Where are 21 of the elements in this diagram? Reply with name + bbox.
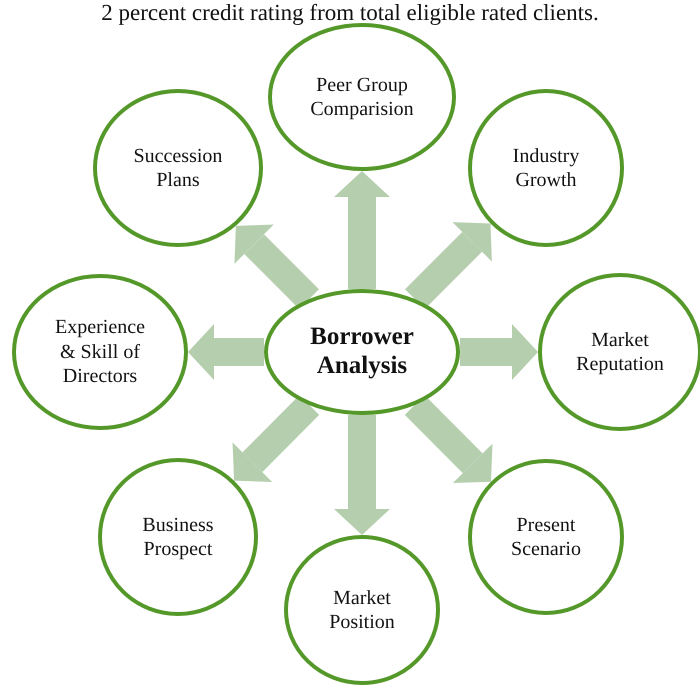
topic-circle: [467, 88, 625, 248]
node-text: Experience & Skill of Directors: [54, 315, 146, 389]
topic-circle: [11, 273, 189, 431]
node-text: Business Prospect: [141, 512, 215, 562]
topic-circle: [97, 457, 259, 617]
center-ellipse: [263, 288, 461, 416]
topic-circle: [467, 458, 625, 616]
node-text: Market Position: [328, 586, 396, 634]
block-arrow: [334, 171, 390, 289]
node-text: Succession Plans: [132, 144, 224, 192]
node-text: Peer Group Comparision: [309, 72, 415, 122]
block-arrow: [188, 324, 264, 380]
heading-text: 2 percent credit rating from total eligible rated clients.: [100, 0, 600, 26]
node-text: Present Scenario: [510, 512, 582, 562]
node-text: Industry Growth: [512, 144, 580, 192]
block-arrow: [460, 324, 538, 380]
node-text: Market Reputation: [575, 328, 665, 376]
node-text: Borrower Analysis: [309, 323, 415, 381]
topic-circle: [92, 88, 264, 248]
topic-circle: [283, 534, 441, 686]
block-arrow: [334, 415, 390, 535]
